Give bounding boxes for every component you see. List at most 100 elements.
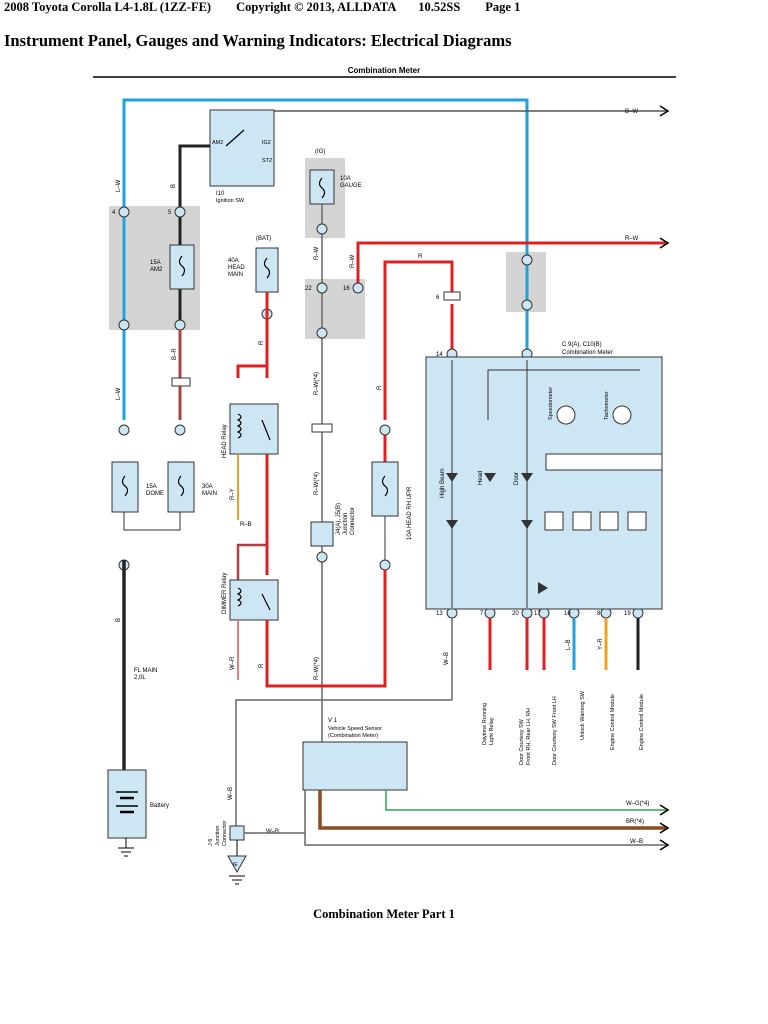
- diagram-heading: Combination Meter: [348, 66, 420, 75]
- head-rh-fuse-label: 10A HEAD RH UPR: [407, 486, 413, 540]
- dimmer-relay-coil: [236, 587, 242, 607]
- ignition-switch: [209, 109, 275, 187]
- page-title: Instrument Panel, Gauges and Warning Ind…: [4, 31, 512, 50]
- label-rw4-2: R–W(*4): [314, 472, 320, 495]
- ie-ground-icon: [227, 855, 247, 874]
- rw-top-wire: [356, 241, 666, 286]
- head-rh-fuse-symbol: [381, 475, 389, 497]
- head-main-fuse-symbol: [263, 257, 271, 279]
- label-b-2: B: [116, 618, 122, 622]
- meter-conn-label: C 9(A), C10(B): [562, 342, 602, 348]
- meter-ecu-bar: [545, 453, 663, 471]
- copyright-text: Copyright © 2013, ALLDATA: [236, 0, 397, 14]
- head-relay-coil: [236, 413, 242, 439]
- label-rb: R–B: [240, 522, 252, 528]
- label-rw-3: R–W: [350, 254, 356, 268]
- door-label: Door: [514, 472, 520, 485]
- label-wb-1: W–B: [444, 652, 450, 665]
- head-relay: [229, 403, 279, 455]
- speedometer-label: Speedometer: [548, 387, 554, 420]
- pin-6: 6: [436, 295, 440, 301]
- page-header: 2008 Toyota Corolla L4-1.8L (1ZZ-FE) Cop…: [4, 0, 520, 15]
- label-lw-2: L–W: [116, 387, 122, 400]
- ign-sw-name: Ignition SW: [216, 198, 245, 204]
- ign-sw-code: I10: [216, 191, 225, 197]
- speedometer-icon: [556, 405, 576, 425]
- label-yr: Y–R: [598, 638, 604, 650]
- head-main-fuse: [255, 247, 279, 293]
- label-wg4: W–G(*4): [626, 801, 649, 807]
- am2-fuse-symbol: [178, 255, 186, 277]
- pin-16b: 16: [343, 286, 350, 292]
- vehicle-speed-sensor: [302, 741, 408, 791]
- head-rh-fuse: [371, 461, 399, 517]
- pin-7: 7: [480, 611, 484, 617]
- label-rw-1: R–W: [314, 246, 320, 260]
- st2-label: ST2: [262, 158, 272, 164]
- label-rw4-1: R–W(*4): [314, 372, 320, 395]
- combination-meter: [425, 356, 663, 610]
- vss-label: Vehicle Speed Sensor(Combination Meter): [328, 726, 382, 739]
- out-label-2: Door Courtesy SWFront RH, Rear LH, RH: [519, 708, 532, 765]
- label-r-1: R: [418, 254, 423, 260]
- out-label-5: Engine Control Module: [610, 694, 616, 750]
- jc-label: J4(A), J5(B)JunctionConnector: [336, 503, 356, 535]
- tachometer-label: Tachometer: [604, 391, 610, 420]
- pin-22: 22: [305, 286, 312, 292]
- am2-fuse: [169, 244, 195, 290]
- meter-inner-bus: [487, 369, 640, 420]
- vss-wg-wire: [385, 790, 666, 811]
- main-fuse: [167, 461, 195, 513]
- out-label-6: Engine Control Module: [639, 694, 645, 750]
- gauge-fuse: [309, 169, 335, 205]
- ground-icon: [118, 847, 134, 857]
- out-label-3: Door Courtesy SW Front LH: [552, 696, 558, 765]
- connector-1a4: [171, 377, 191, 387]
- wb-vss-wire: [235, 699, 452, 830]
- vss-br-wire: [318, 790, 666, 830]
- meter-gates: [544, 511, 647, 531]
- out-label-4: Unlock Warning SW: [580, 690, 586, 740]
- arrow-wb: [659, 839, 670, 851]
- page-number: Page 1: [485, 0, 521, 14]
- pin-13: 13: [436, 611, 443, 617]
- junction-connector: [310, 521, 334, 547]
- label-wb-2: W–B: [630, 839, 643, 845]
- r-wire-meter: [383, 260, 454, 420]
- vss-ground-wire: [304, 790, 666, 846]
- head-relay-label: HEAD Relay: [222, 424, 228, 458]
- rb-wire: [236, 543, 267, 580]
- vehicle-text: 2008 Toyota Corolla L4-1.8L (1ZZ-FE): [4, 0, 212, 14]
- pin-17: 17: [534, 611, 541, 617]
- bat-label: (BAT): [256, 236, 271, 242]
- ground-icon-2: [229, 875, 245, 885]
- tachometer-icon: [612, 405, 632, 425]
- high-beam-label: High Beam: [440, 468, 446, 498]
- version-text: 10.52SS: [418, 0, 461, 14]
- label-r-3: R: [259, 663, 265, 668]
- pin-4: 4: [112, 210, 116, 216]
- label-b-1: B: [171, 184, 177, 188]
- label-br4: BR(*4): [626, 819, 644, 825]
- wiring-diagram: Combination Meter B–W I10 Ignition SW AM…: [93, 66, 676, 885]
- label-lw-1: L–W: [116, 179, 122, 192]
- pin-20: 20: [512, 611, 519, 617]
- label-ry: R–Y: [230, 488, 236, 500]
- label-bw: B–W: [625, 109, 638, 115]
- main-fuse-symbol: [177, 475, 185, 497]
- dimmer-relay-label: DIMMER Relay: [222, 573, 228, 614]
- am2-label: AM2: [212, 140, 223, 146]
- label-wb-3: W–B: [228, 787, 234, 800]
- ie-label: IE: [233, 862, 238, 868]
- arrow-rw: [659, 237, 670, 249]
- battery-label: Battery: [150, 803, 169, 809]
- ig2-label: IG2: [262, 140, 271, 146]
- label-lb: L–B: [566, 639, 572, 650]
- label-wr: W–R: [230, 656, 236, 670]
- label-rw-2: R–W: [625, 236, 639, 242]
- arrow-br: [659, 822, 670, 834]
